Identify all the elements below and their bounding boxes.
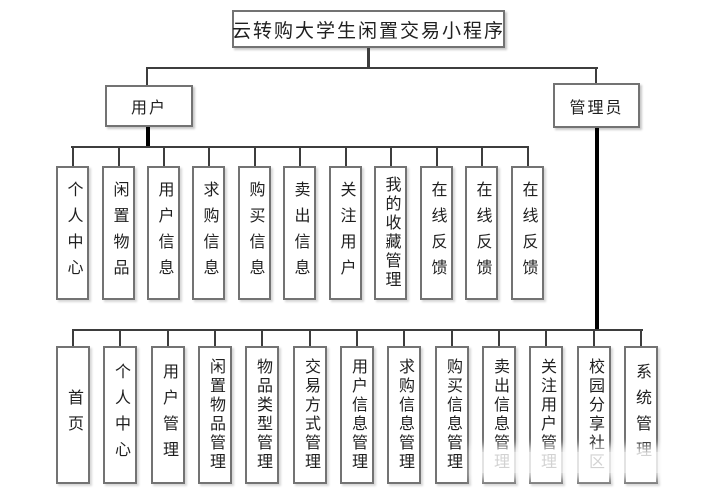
admin-child-node: 物品类型管理 [245, 346, 279, 484]
connector-drop-line [118, 146, 120, 166]
node-label: 闲置物品 [110, 181, 128, 285]
node-label: 在线反馈 [473, 181, 491, 285]
node-label: 求购信息 [200, 181, 218, 285]
node-label: 校园分享社区 [586, 358, 603, 472]
user-child-node: 用户信息 [147, 166, 180, 300]
user-child-node: 在线反馈 [420, 166, 453, 300]
admin-child-node: 首页 [56, 346, 90, 484]
admin-node-label: 管理员 [569, 99, 624, 117]
connector-drop-line [593, 329, 595, 346]
node-label: 在线反馈 [519, 181, 537, 285]
admin-child-node: 个人中心 [103, 346, 137, 484]
connector-drop-line [390, 146, 392, 166]
connector-user-drop-line [146, 67, 148, 85]
connector-drop-line [498, 329, 500, 346]
connector-drop-line [309, 329, 311, 346]
admin-child-node: 闲置物品管理 [198, 346, 232, 484]
user-child-node: 购买信息 [238, 166, 271, 300]
node-label: 关注用户 [337, 181, 355, 285]
node-label: 求购信息管理 [396, 358, 413, 472]
node-label: 物品类型管理 [254, 358, 271, 472]
user-child-node: 我的收藏管理 [374, 166, 407, 300]
user-child-node: 闲置物品 [102, 166, 135, 300]
user-child-node: 求购信息 [192, 166, 225, 300]
connector-drop-line [214, 329, 216, 346]
watermark-overlay [476, 452, 727, 473]
root-node-label: 云转购大学生闲置交易小程序 [232, 20, 506, 42]
node-label: 闲置物品管理 [207, 358, 224, 472]
connector-drop-line [403, 329, 405, 346]
connector-drop-line [261, 329, 263, 346]
node-label: 个人中心 [112, 363, 129, 467]
connector-user-trunk-line [146, 127, 150, 148]
user-node: 用户 [105, 85, 193, 127]
connector-drop-line [527, 146, 529, 166]
user-child-node: 个人中心 [56, 166, 89, 300]
connector-drop-line [208, 146, 210, 166]
node-label: 卖出信息管理 [491, 358, 508, 472]
root-node: 云转购大学生闲置交易小程序 [232, 10, 505, 48]
node-label: 系统管理 [633, 363, 650, 467]
connector-drop-line [167, 329, 169, 346]
connector-drop-line [119, 329, 121, 346]
connector-drop-line [254, 146, 256, 166]
connector-drop-line [72, 146, 74, 166]
connector-drop-line [451, 329, 453, 346]
node-label: 首页 [65, 389, 82, 441]
connector-level2-branch-line [146, 67, 598, 69]
connector-drop-line [436, 146, 438, 166]
admin-child-node: 用户信息管理 [340, 346, 374, 484]
user-child-node: 关注用户 [329, 166, 362, 300]
admin-child-node: 购买信息管理 [435, 346, 469, 484]
admin-child-node: 交易方式管理 [293, 346, 327, 484]
node-label: 购买信息管理 [444, 358, 461, 472]
user-node-label: 用户 [130, 100, 167, 117]
node-label: 用户信息管理 [349, 358, 366, 472]
node-label: 我的收藏管理 [382, 176, 400, 290]
node-label: 用户信息 [155, 181, 173, 285]
user-child-node: 在线反馈 [511, 166, 544, 300]
node-label: 卖出信息 [291, 181, 309, 285]
connector-drop-line [356, 329, 358, 346]
node-label: 交易方式管理 [302, 358, 319, 472]
user-child-node: 在线反馈 [465, 166, 498, 300]
user-child-node: 卖出信息 [283, 166, 316, 300]
connector-drop-line [299, 146, 301, 166]
connector-admin-drop-line [595, 67, 597, 83]
connector-drop-line [640, 329, 642, 346]
admin-child-node: 求购信息管理 [387, 346, 421, 484]
connector-drop-line [545, 329, 547, 346]
connector-drop-line [481, 146, 483, 166]
node-label: 个人中心 [64, 181, 82, 285]
node-label: 关注用户管理 [538, 358, 555, 472]
admin-node: 管理员 [553, 83, 640, 128]
connector-admin-trunk-line [595, 128, 599, 331]
node-label: 购买信息 [246, 181, 264, 285]
connector-drop-line [72, 329, 74, 346]
admin-child-node: 用户管理 [151, 346, 185, 484]
connector-drop-line [163, 146, 165, 166]
node-label: 用户管理 [160, 363, 177, 467]
node-label: 在线反馈 [428, 181, 446, 285]
connector-drop-line [345, 146, 347, 166]
connector-root-drop-line [367, 48, 370, 68]
